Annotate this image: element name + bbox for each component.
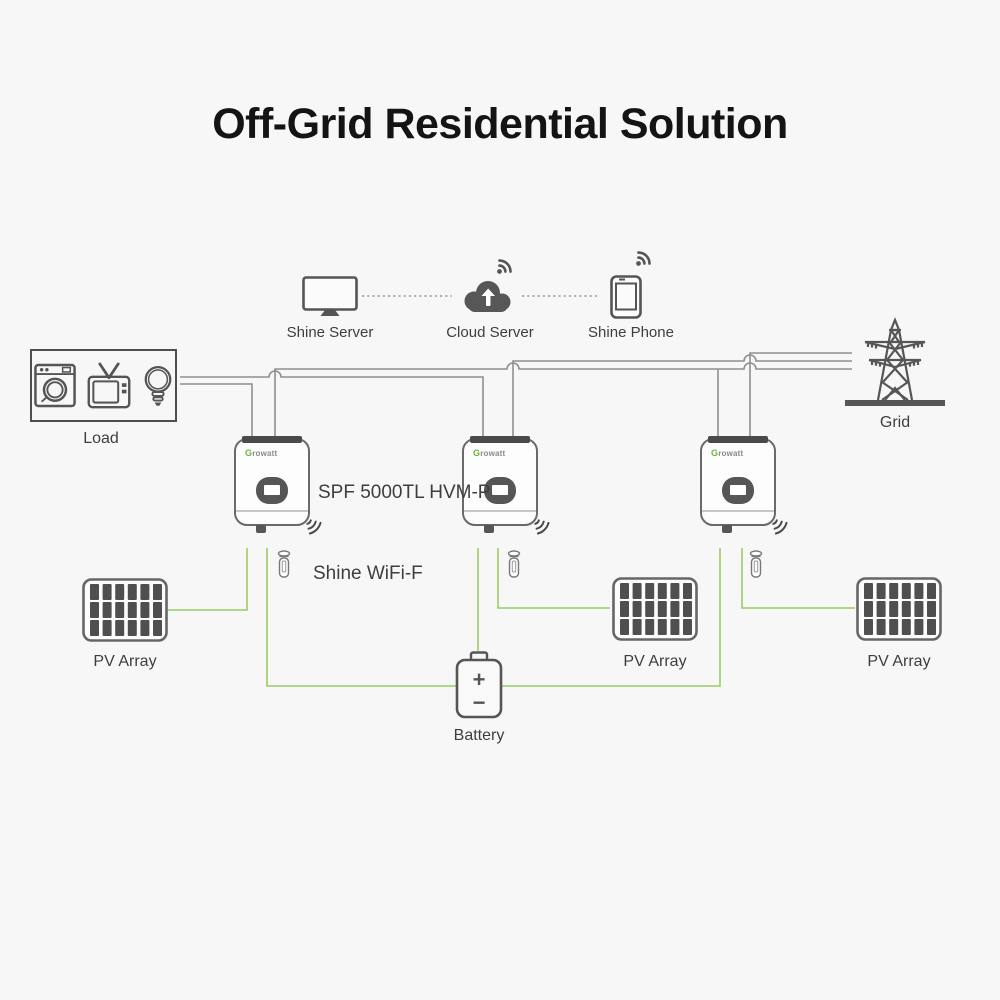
battery-icon [455,651,503,719]
inverter-3-brand: Growatt [711,448,744,458]
battery-plus-sign: + [472,667,486,692]
shine-server-label: Shine Server [286,324,374,341]
monitor-icon [302,276,358,316]
inverter-2-wifi-waves-icon [534,519,550,535]
washing-machine-icon [33,363,76,408]
inverter-3-wifi-waves-icon [772,519,788,535]
wifi-dongle-1-icon [277,550,291,578]
page-title: Off-Grid Residential Solution [212,100,788,148]
wifi-module-label: Shine WiFi-F [313,563,423,584]
wifi-dongle-3-icon [749,550,763,578]
inverter-model-label: SPF 5000TL HVM-P [318,482,491,503]
pv-array-3-label: PV Array [867,653,931,670]
cloud-upload-icon [464,281,511,312]
inverter-2-brand: Growatt [473,448,506,458]
load-label: Load [83,430,119,447]
pv-array-1-icon [82,578,168,642]
cloud-server-label: Cloud Server [446,324,534,341]
battery-label: Battery [453,727,505,744]
light-bulb-icon [144,365,171,406]
battery-minus-sign: − [472,690,486,715]
inverter-1 [234,436,310,533]
ac-wires [180,352,852,436]
inverter-2 [462,436,538,533]
load-appliances-box [30,349,177,422]
pv-array-1-label: PV Array [93,653,157,670]
inverter-1-brand: Growatt [245,448,278,458]
grid-label: Grid [879,414,911,431]
inverter-3 [700,436,776,533]
cloud-wifi-icon [497,259,512,274]
phone-icon [610,275,642,319]
pv-array-2-icon [612,577,698,641]
dc-wires [168,548,855,687]
phone-wifi-icon [636,251,651,266]
pv-array-3-icon [856,577,942,641]
grid-tower-icon [845,317,945,406]
inverter-1-wifi-waves-icon [306,519,322,535]
wifi-dongle-2-icon [507,550,521,578]
tv-icon [87,362,130,408]
pv-array-2-label: PV Array [623,653,687,670]
shine-phone-label: Shine Phone [588,324,674,341]
